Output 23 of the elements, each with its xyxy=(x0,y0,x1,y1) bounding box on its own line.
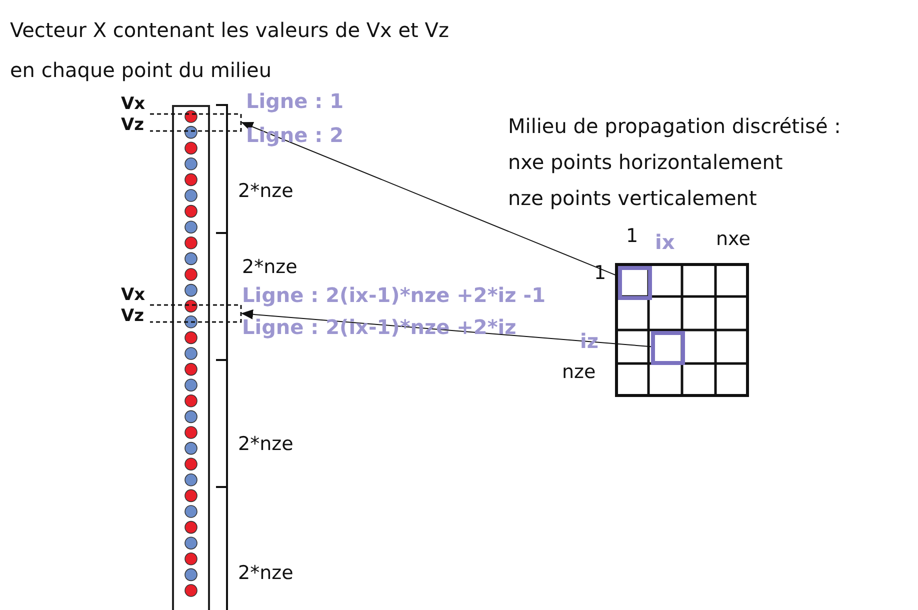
size-label: 2*nze xyxy=(238,181,294,203)
heading-text: Vecteur X contenant les valeurs de Vx et Vz en chaque point du milieu xyxy=(10,17,450,84)
row-index: 1 xyxy=(594,263,606,285)
size-label: 2*nze xyxy=(238,563,294,585)
component-label: Vz xyxy=(121,307,144,327)
column-index: 1 xyxy=(626,226,638,248)
row-index: nze xyxy=(562,362,596,384)
column-index: ix xyxy=(655,231,675,254)
highlighted-cell xyxy=(618,266,652,300)
size-label: 2*nze xyxy=(238,434,294,456)
column-index: nxe xyxy=(716,229,750,251)
description-text: nxe points horizontalement xyxy=(508,151,783,174)
line-label: Ligne : 1 xyxy=(246,90,344,113)
description-text: Milieu de propagation discrétisé : xyxy=(508,115,841,138)
component-label: Vx xyxy=(121,95,146,115)
description-text: nze points verticalement xyxy=(508,187,757,210)
line-label: Ligne : 2(ix-1)*nze +2*iz -1 xyxy=(242,284,546,307)
component-label: Vx xyxy=(121,286,146,306)
grid xyxy=(615,263,749,397)
size-label: 2*nze xyxy=(242,257,298,279)
component-label: Vz xyxy=(121,116,144,136)
vector-column xyxy=(172,105,210,610)
highlighted-cell xyxy=(651,331,685,365)
